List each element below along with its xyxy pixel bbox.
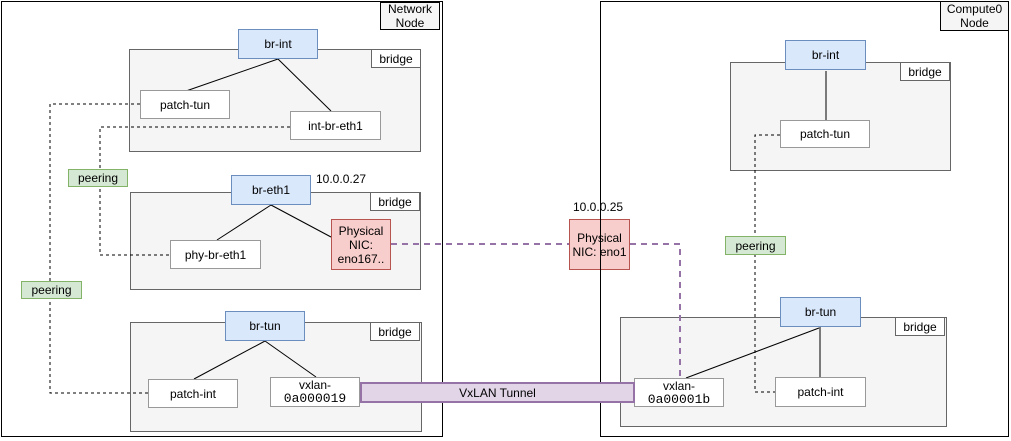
compute-node-border-segment [600, 219, 601, 270]
comp-port-vxlan-0a00001b: vxlan- 0a00001b [634, 378, 724, 407]
net-port-patch-int: patch-int [148, 379, 238, 408]
comp-nic-ip-label: 10.0.0.25 [573, 200, 624, 214]
network-node-title: Network Node [380, 2, 440, 30]
compute-node-title: Compute0 Node [940, 1, 1009, 31]
net-br-eth1-node: br-eth1 [231, 175, 311, 205]
net-br-eth1-ip-label: 10.0.0.27 [316, 172, 367, 186]
net-port-phy-br-eth1: phy-br-eth1 [170, 240, 261, 269]
comp-port-patch-int: patch-int [775, 377, 866, 407]
comp-br-tun-bridge-tag: bridge [895, 317, 945, 336]
net-br-eth1-bridge-tag: bridge [370, 192, 420, 211]
comp-br-tun-node: br-tun [780, 297, 861, 327]
vxlan-port-name: vxlan- [298, 378, 331, 392]
vxlan-port-id: 0a000019 [283, 391, 347, 406]
vxlan-port-id: 0a00001b [647, 391, 711, 407]
net-physical-nic-eno167: Physical NIC: eno167.. [331, 219, 391, 270]
comp-physical-nic-eno1: Physical NIC: eno1 [569, 219, 630, 270]
peering-label-3: peering [725, 236, 786, 255]
net-port-vxlan-0a000019: vxlan- 0a000019 [270, 377, 360, 407]
peering-label-1: peering [68, 169, 128, 187]
comp-br-int-node: br-int [785, 40, 866, 70]
peering-label-2: peering [21, 281, 82, 299]
comp-br-int-bridge-tag: bridge [900, 62, 950, 81]
net-br-tun-node: br-tun [225, 311, 305, 341]
net-br-int-node: br-int [238, 29, 318, 59]
net-br-tun-bridge-tag: bridge [370, 322, 420, 341]
comp-port-patch-tun: patch-tun [780, 120, 870, 148]
vxlan-port-name: vxlan- [662, 378, 695, 393]
vxlan-tunnel-band: VxLAN Tunnel [360, 382, 635, 403]
net-br-int-bridge-tag: bridge [371, 49, 421, 68]
net-port-patch-tun: patch-tun [140, 90, 230, 119]
net-port-int-br-eth1: int-br-eth1 [290, 111, 381, 140]
